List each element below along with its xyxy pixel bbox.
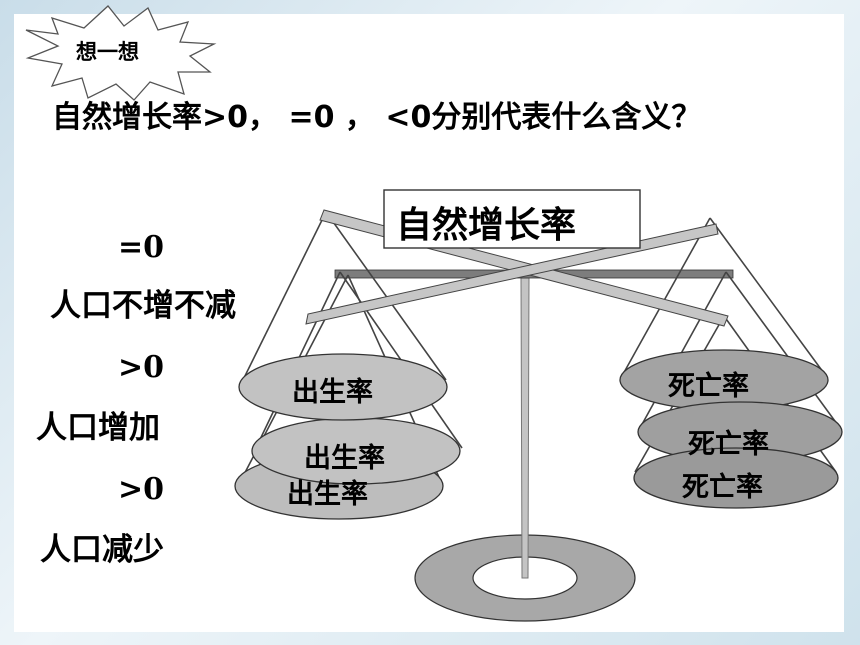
right-pans [619, 349, 843, 509]
death-rate-label-3: 死亡率 [682, 472, 763, 503]
birth-rate-label-1: 出生率 [292, 377, 373, 408]
birth-rate-label-3: 出生率 [287, 479, 368, 510]
case-2-sign: >0 [118, 350, 165, 385]
left-pans [234, 353, 461, 520]
scale-pillar [520, 277, 530, 579]
case-3-meaning: 人口减少 [40, 532, 164, 568]
slide-canvas [14, 14, 844, 632]
case-3-sign: >0 [118, 472, 165, 507]
starburst-badge [25, 5, 217, 101]
title-box [383, 189, 641, 249]
birth-rate-label-2: 出生率 [304, 443, 385, 474]
death-rate-label-1: 死亡率 [668, 371, 749, 402]
scale-title: 自然增长率 [396, 205, 577, 246]
death-rate-pan-3 [633, 447, 839, 509]
think-badge-label: 想一想 [76, 40, 139, 64]
death-rate-label-2: 死亡率 [688, 429, 769, 460]
case-2-meaning: 人口增加 [36, 410, 160, 446]
case-1-sign: =0 [118, 230, 165, 265]
birth-rate-pan-1 [238, 353, 448, 421]
case-1-meaning: 人口不增不减 [50, 288, 236, 324]
question-text: 自然增长率>0， =0 ， <0分别代表什么含义？ [52, 100, 702, 135]
